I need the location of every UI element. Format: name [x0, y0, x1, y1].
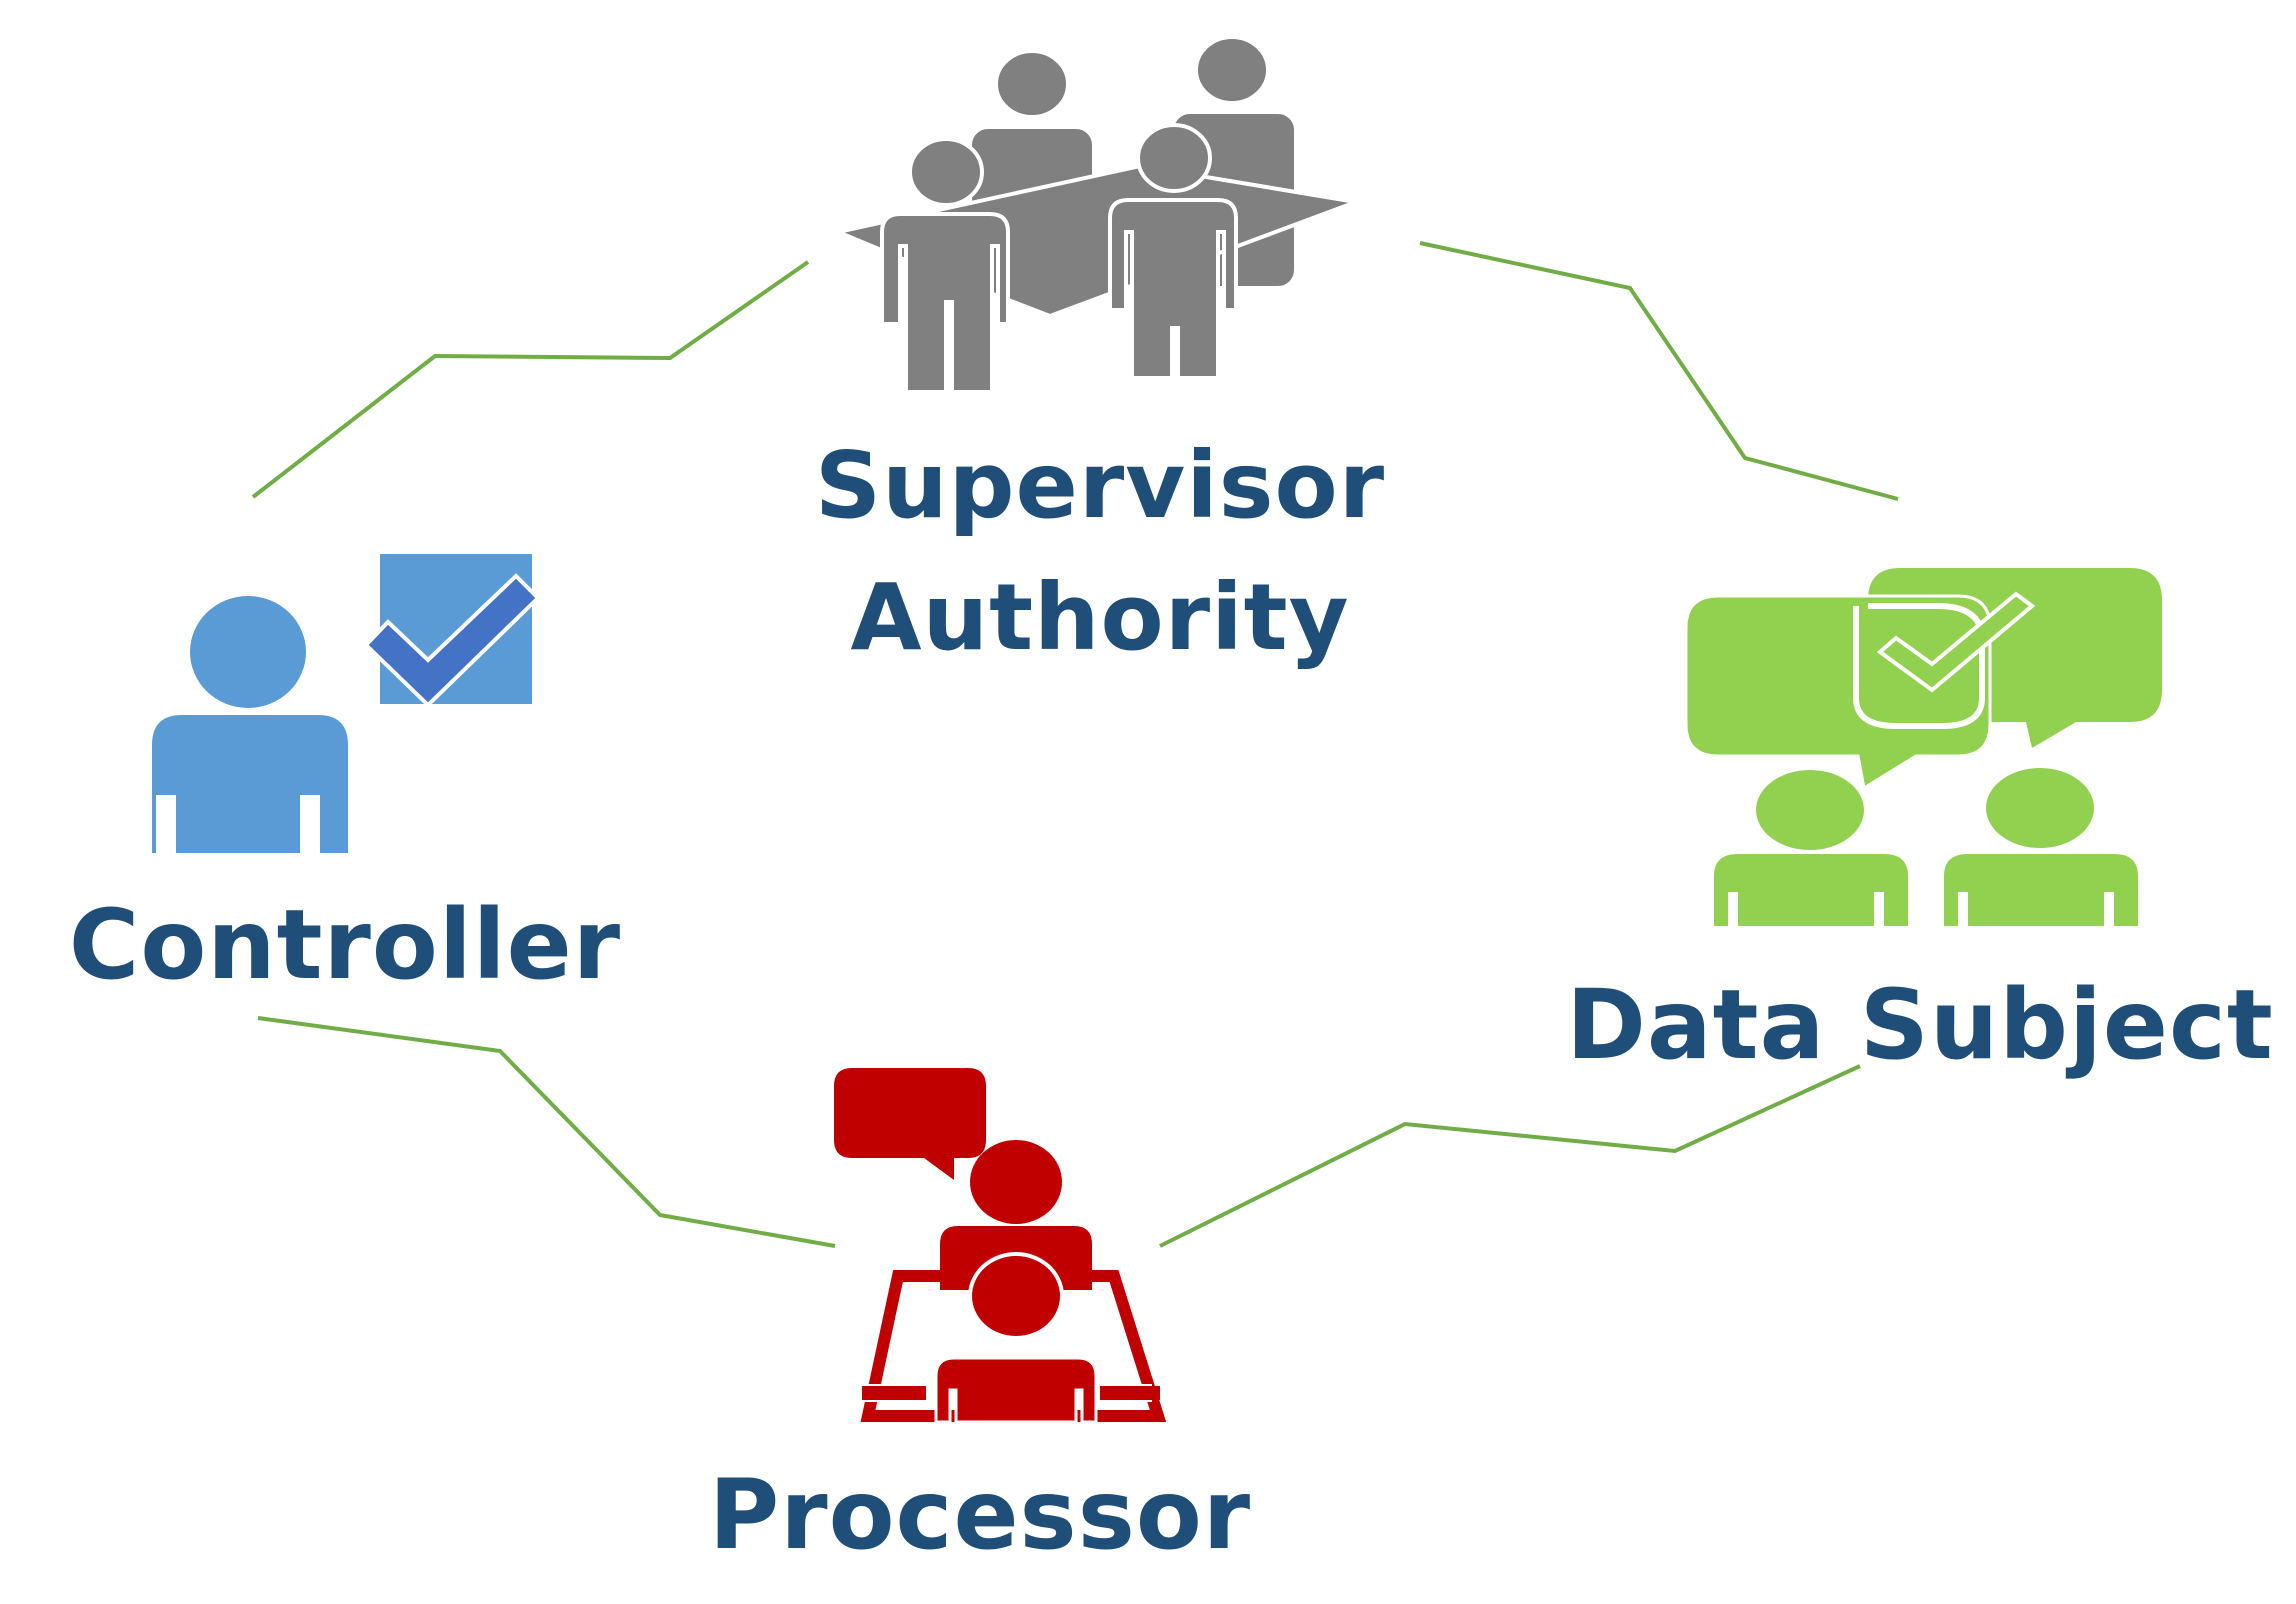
person-with-checkbox-icon	[152, 554, 541, 853]
connectors	[251, 241, 1899, 1248]
processor-label: Processor	[708, 1459, 1252, 1571]
people-at-desk-with-speech-bubble-icon	[834, 1068, 1167, 1424]
processor-speech-bubble	[834, 1068, 986, 1180]
checkmark-icon	[363, 573, 541, 708]
people-with-speech-bubbles-icon	[1684, 568, 2162, 926]
connector-supervisor-controller	[251, 260, 810, 499]
document-icon	[1853, 603, 1985, 729]
controller-person-body	[152, 715, 348, 853]
connector-processor-datasubject	[1159, 1064, 1861, 1248]
controller-label: Controller	[68, 889, 622, 1001]
connector-controller-processor	[257, 1016, 836, 1248]
check-icon	[1876, 591, 2036, 693]
supervisor-label-line1: Supervisor	[814, 432, 1386, 539]
connector-supervisor-datasubject	[1419, 241, 1899, 501]
data-subject-label: Data Subject	[1566, 969, 2274, 1081]
controller-person-head	[190, 596, 306, 708]
group-of-people-icon	[831, 35, 1364, 394]
speech-bubble-left	[1684, 594, 1992, 791]
supervisor-label-line2: Authority	[850, 564, 1350, 671]
supervisor-authority-label: Supervisor Authority	[770, 420, 1430, 684]
